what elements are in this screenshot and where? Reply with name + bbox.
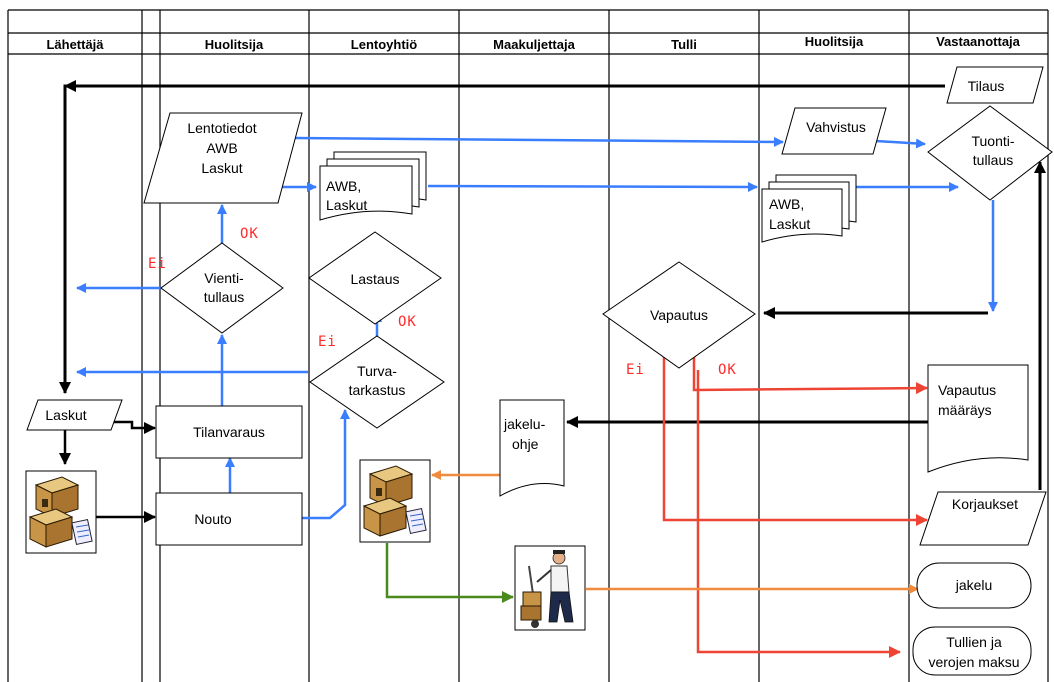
vapautus-ok-label: OK bbox=[718, 362, 737, 378]
tilanvaraus-label: Tilanvaraus bbox=[193, 424, 265, 440]
lane-title-huolitsija-1: Huolitsija bbox=[205, 37, 264, 52]
vahvistus-node bbox=[781, 107, 887, 155]
lentotiedot-label-1: Lentotiedot bbox=[187, 120, 256, 136]
jakeluohje-label-2: ohje bbox=[512, 436, 539, 452]
turva-ei-label: Ei bbox=[318, 334, 337, 350]
turva-tarkastus-node bbox=[309, 335, 445, 429]
laskut-label: Laskut bbox=[45, 407, 86, 423]
awb-laskut-document-2 bbox=[761, 174, 857, 243]
jakelu-label: jakelu bbox=[955, 577, 993, 593]
vapautus-ei-label: Ei bbox=[626, 362, 645, 378]
nouto-node bbox=[155, 492, 303, 546]
tullien-maksu-label-1: Tullien ja bbox=[946, 634, 1002, 650]
lane-title-tulli: Tulli bbox=[671, 37, 697, 52]
packages-icon-2 bbox=[359, 459, 431, 543]
awb-laskut-2-label-2: Laskut bbox=[769, 216, 810, 232]
lastaus-ok-label: OK bbox=[398, 314, 417, 330]
awb-laskut-document-1 bbox=[319, 151, 427, 221]
vienti-ok-label: OK bbox=[240, 226, 259, 242]
tuonti-tullaus-label-2: tullaus bbox=[973, 152, 1013, 168]
connector-vapautus-ei-korjaukset bbox=[662, 352, 928, 526]
vapautus-maarays-document bbox=[927, 364, 1029, 473]
connector-vapautus-ok-maarays bbox=[692, 352, 928, 395]
connector-nouto-to-turva bbox=[302, 409, 350, 520]
tuonti-tullaus-node bbox=[927, 105, 1053, 201]
tilaus-node bbox=[946, 66, 1044, 104]
laskut-node bbox=[26, 399, 123, 431]
vapautus-label: Vapautus bbox=[650, 307, 708, 323]
turva-tarkastus-label-1: Turva- bbox=[357, 363, 397, 379]
delivery-driver-icon bbox=[514, 545, 586, 631]
vapautus-maarays-label-1: Vapautus bbox=[938, 382, 996, 398]
tilaus-label: Tilaus bbox=[968, 78, 1005, 94]
vienti-ei-label: Ei bbox=[148, 256, 167, 272]
vapautus-maarays-label-2: määräys bbox=[938, 402, 992, 418]
connector-lentoyhtio-boxes-to-kuljettaja bbox=[385, 543, 514, 603]
connector-lentotiedot-to-vahvistus bbox=[294, 136, 784, 147]
vienti-tullaus-label-2: tullaus bbox=[204, 289, 244, 305]
lentotiedot-node bbox=[143, 112, 303, 204]
nouto-label: Nouto bbox=[194, 511, 232, 527]
lastaus-label: Lastaus bbox=[350, 271, 399, 287]
vapautus-node bbox=[602, 261, 756, 369]
lane-title-lentoyhtio: Lentoyhtiö bbox=[351, 37, 417, 52]
packages-icon bbox=[25, 470, 97, 554]
jakeluohje-document bbox=[499, 399, 565, 497]
lastaus-node bbox=[308, 231, 442, 325]
vienti-tullaus-node bbox=[160, 242, 284, 334]
awb-laskut-1-label-1: AWB, bbox=[326, 178, 361, 194]
lane-title-huolitsija-2: Huolitsija bbox=[805, 34, 864, 49]
tuonti-tullaus-label-1: Tuonti- bbox=[971, 133, 1014, 149]
jakelu-node bbox=[916, 562, 1032, 609]
jakeluohje-label-1: jakelu- bbox=[503, 416, 546, 432]
lane-title-maakuljettaja: Maakuljettaja bbox=[493, 37, 575, 52]
lentotiedot-label-3: Laskut bbox=[201, 160, 242, 176]
connector-laskut-to-tilanvaraus bbox=[108, 420, 156, 434]
connector-vahvistus-to-tuonti bbox=[875, 138, 926, 149]
awb-laskut-1-label-2: Laskut bbox=[326, 197, 367, 213]
swimlane-grid bbox=[7, 9, 1049, 682]
lane-title-vastaanottaja: Vastaanottaja bbox=[936, 34, 1021, 49]
tilanvaraus-node bbox=[155, 405, 303, 459]
korjaukset-label: Korjaukset bbox=[952, 496, 1018, 512]
lentotiedot-label-2: AWB bbox=[206, 140, 237, 156]
tullien-maksu-label-2: verojen maksu bbox=[928, 654, 1019, 670]
turva-tarkastus-label-2: tarkastus bbox=[349, 382, 406, 398]
korjaukset-node bbox=[919, 491, 1047, 546]
connector-awb1-to-awb2 bbox=[427, 181, 758, 192]
tullien-maksu-node bbox=[912, 626, 1032, 676]
awb-laskut-2-label-1: AWB, bbox=[769, 196, 804, 212]
lane-title-lahettaja: Lähettäjä bbox=[46, 37, 104, 52]
vienti-tullaus-label-1: Vienti- bbox=[204, 270, 244, 286]
connector-vapautus-to-maksu bbox=[696, 370, 901, 658]
vahvistus-label: Vahvistus bbox=[806, 119, 866, 135]
